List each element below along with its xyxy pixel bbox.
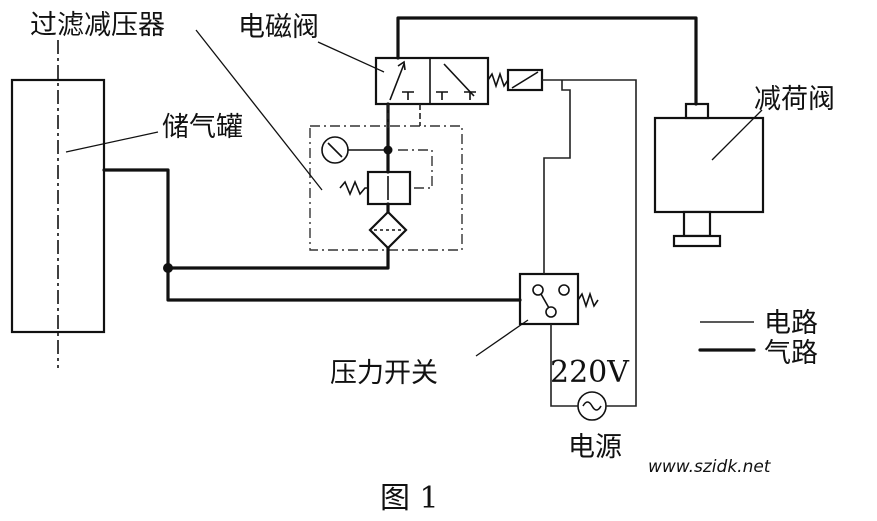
leader-lines — [65, 29, 763, 357]
solenoid-valve-body — [374, 56, 490, 106]
legend-air-label: 气路 — [764, 338, 818, 369]
voltage-label: 220V — [550, 355, 630, 390]
valve-flow-arrow — [389, 63, 405, 101]
valve-to-unloader-line — [396, 16, 698, 106]
leader-unloading-valve — [711, 109, 763, 161]
leader-solenoid-valve — [317, 41, 385, 73]
coil-to-source-wire — [542, 79, 637, 407]
valve-flow-arrow-right — [443, 63, 475, 97]
valve-arrowhead — [397, 60, 406, 71]
valve-exhaust-port — [464, 91, 476, 100]
air-tank-label: 储气罐 — [162, 112, 243, 143]
regulator-spring-icon — [339, 179, 368, 197]
unloading-valve-stem — [682, 210, 712, 238]
unloading-valve — [653, 102, 765, 248]
leader-filter-regulator — [195, 29, 323, 191]
air-lines — [102, 16, 698, 302]
valve-blocked-port-left — [402, 91, 414, 100]
air-junction-gauge — [383, 145, 393, 155]
switch-contact-1 — [532, 284, 544, 296]
valve-pilot-wires — [387, 104, 421, 128]
unloading-valve-label: 减荷阀 — [754, 84, 835, 115]
solenoid-coil-slash — [511, 71, 539, 89]
pressure-switch-spring-icon — [577, 291, 599, 309]
pressure-switch — [518, 272, 599, 326]
switch-contact-3 — [545, 306, 557, 318]
tank-to-pressure-switch-line — [166, 266, 522, 302]
regulator-valve-body — [366, 170, 412, 206]
gauge-needle — [327, 142, 343, 158]
unloading-valve-base — [672, 234, 722, 248]
switch-to-source-wire — [550, 324, 578, 407]
figure-caption: 图 1 — [380, 481, 439, 516]
switch-contact-2 — [558, 284, 570, 296]
valve-spring-icon — [487, 71, 509, 89]
air-junction-tank — [163, 263, 173, 273]
power-source-label: 电源 — [568, 432, 622, 463]
solenoid-valve — [374, 56, 544, 106]
filter-regulator-boundary — [309, 125, 463, 251]
coil-to-switch-wire — [543, 80, 571, 274]
filter-regulator-label: 过滤减压器 — [30, 10, 165, 41]
leader-air-tank — [65, 131, 159, 153]
watermark: www.szidk.net — [648, 457, 772, 477]
legend-electric-label: 电路 — [764, 308, 818, 339]
leader-pressure-switch — [475, 319, 529, 357]
air-tank — [10, 40, 106, 368]
regulator-pilot-line — [398, 149, 433, 189]
filter-regulator — [309, 125, 463, 251]
ac-wave-icon — [582, 401, 602, 411]
unloading-valve-body — [653, 116, 765, 214]
valve-blocked-port-right — [436, 91, 448, 100]
electric-lines — [387, 79, 637, 407]
pressure-switch-label: 压力开关 — [330, 358, 438, 389]
solenoid-valve-label: 电磁阀 — [238, 12, 319, 43]
unloading-valve-inlet — [684, 102, 710, 120]
power-source — [577, 391, 607, 421]
legend: 电路 气路 — [698, 308, 818, 369]
switch-lever — [540, 293, 550, 309]
